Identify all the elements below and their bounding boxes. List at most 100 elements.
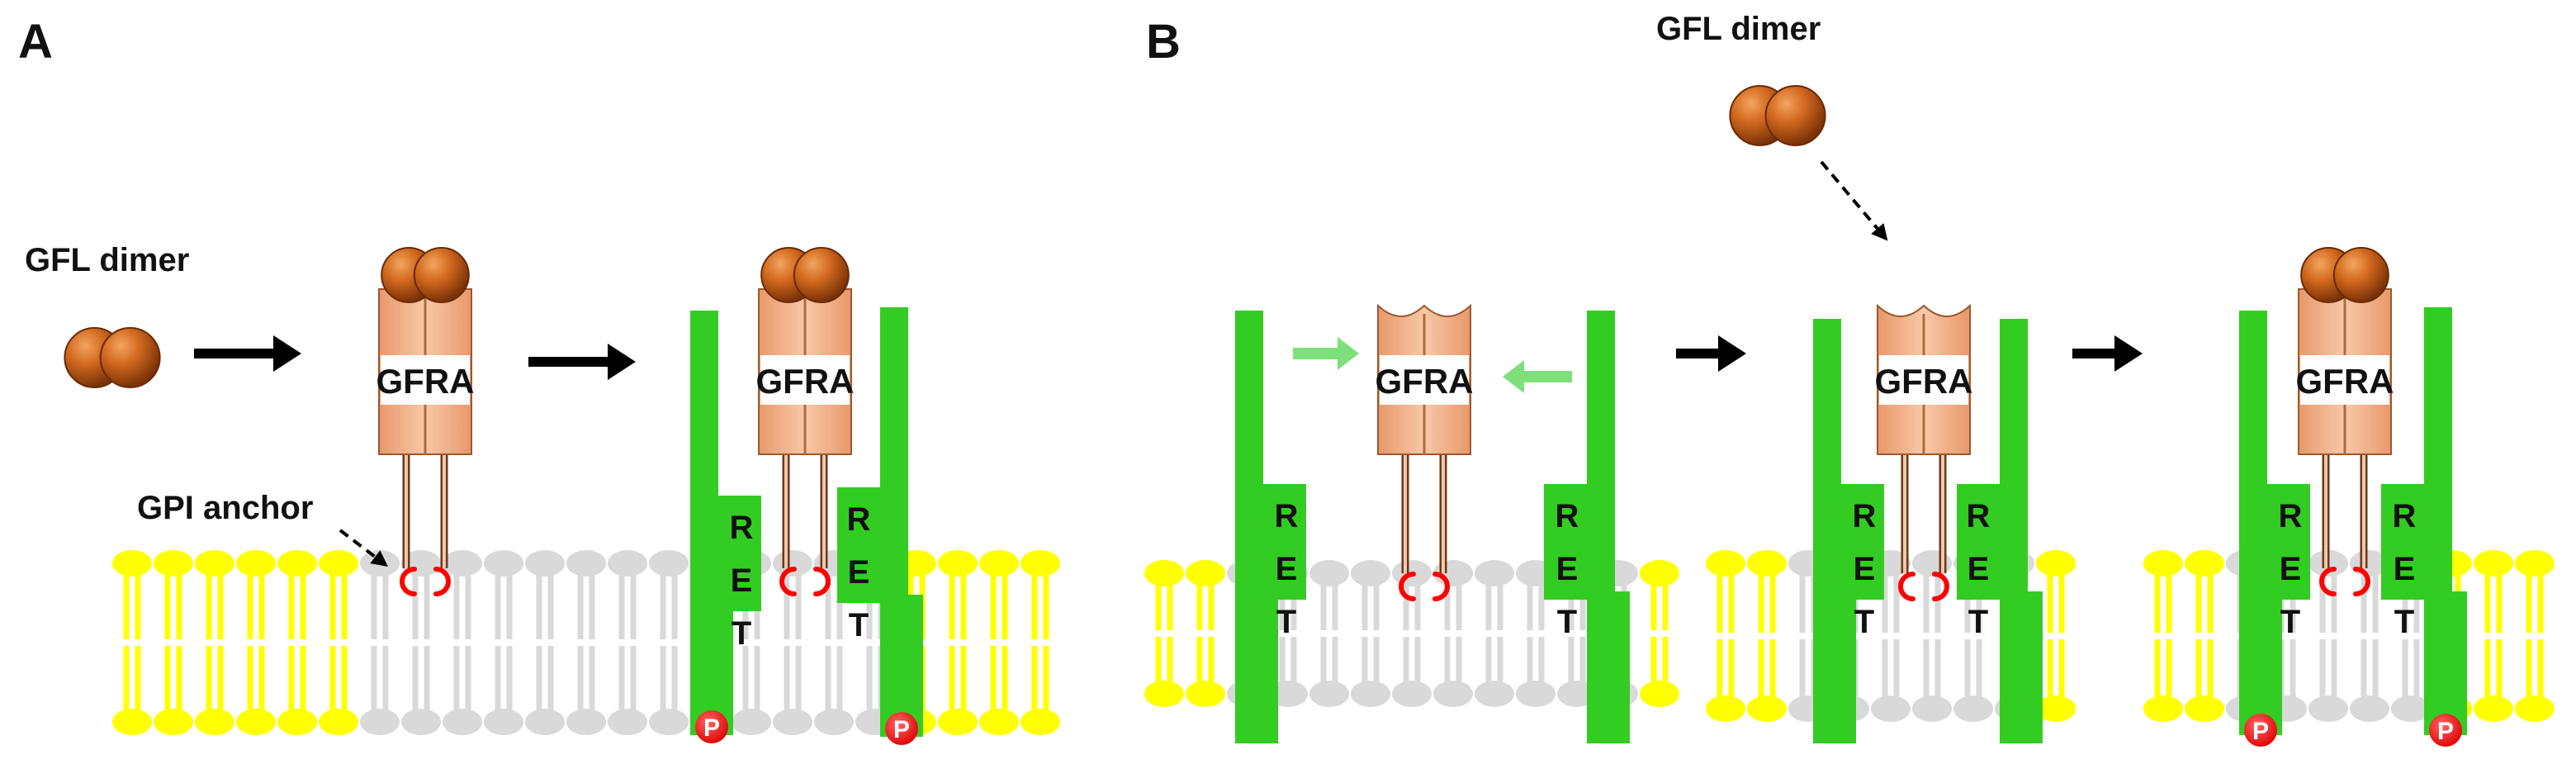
lipid-molecule	[1351, 560, 1390, 630]
gfra-receptor: GFRA	[2296, 288, 2394, 455]
lipid-head	[938, 709, 978, 735]
lipid-head	[773, 550, 812, 577]
lipid-head	[195, 550, 234, 577]
lipid-molecule	[319, 646, 358, 735]
lipid-head	[2308, 695, 2348, 722]
gpi-anchor-icon	[813, 567, 831, 596]
gpi-anchor-icon	[779, 567, 797, 596]
lipid-molecule	[1309, 560, 1349, 630]
gpi-anchor-icon	[1432, 572, 1450, 601]
lipid-molecule	[979, 646, 1019, 735]
lipid-molecule	[2036, 639, 2076, 722]
light-green-arrow-icon	[1503, 360, 1572, 393]
lipid-molecule	[979, 550, 1019, 639]
lipid-head	[443, 709, 482, 735]
ret-juxtamembrane-block	[1813, 484, 1884, 600]
lipid-molecule	[2143, 550, 2183, 633]
gfl-monomer	[99, 327, 161, 388]
lipid-head	[1020, 709, 1060, 735]
lipid-head	[401, 709, 441, 735]
lipid-head	[1953, 695, 1993, 722]
ret-letter: T	[2394, 604, 2414, 640]
lipid-molecule	[1144, 637, 1184, 707]
lipid-molecule	[1640, 637, 1679, 707]
thick-right-arrow-icon	[1676, 335, 1746, 372]
gfra-receptor: GFRA	[756, 288, 855, 455]
lipid-molecule	[1640, 560, 1679, 630]
lipid-molecule	[2036, 550, 2076, 633]
lipid-head	[2391, 695, 2431, 722]
gfra-label-band	[760, 355, 850, 405]
lipid-head	[979, 550, 1019, 577]
lipid-molecule	[1706, 550, 1745, 633]
ret-letter: E	[1968, 551, 1990, 587]
lipid-molecule	[484, 646, 523, 735]
lipid-head	[2474, 695, 2513, 722]
lipid-head	[195, 709, 234, 735]
gfl-monomer	[413, 247, 470, 303]
arrow-shaft	[1293, 348, 1339, 359]
lipid-head	[732, 709, 771, 735]
lipid-head	[1186, 681, 1225, 707]
lipid-molecule	[1351, 637, 1390, 707]
ret-letter: T	[1557, 604, 1577, 640]
lipid-head	[1186, 560, 1225, 586]
phosphate-icon	[695, 710, 728, 743]
gfl-dimer	[760, 247, 850, 303]
lipid-molecule	[1871, 639, 1911, 722]
lipid-head	[2036, 550, 2076, 577]
gfra-label: GFRA	[1376, 362, 1474, 401]
dashed-pointer-arrow-icon	[339, 529, 388, 567]
lipid-molecule	[1433, 637, 1473, 707]
ret-letter: T	[732, 615, 751, 652]
lipid-head	[360, 709, 400, 735]
lipid-molecule	[814, 646, 854, 735]
gfl-dimer-caption-a: GFL dimer	[25, 242, 189, 278]
ret-juxtamembrane-block	[1544, 484, 1615, 600]
lipid-molecule	[1433, 560, 1473, 630]
lipid-head	[277, 709, 317, 735]
ret-juxtamembrane-block	[690, 496, 761, 611]
arrow-shaft	[194, 349, 277, 358]
gpi-anchor-icon	[2319, 567, 2337, 596]
lipid-head	[2185, 550, 2224, 577]
gpi-anchor-icon	[400, 567, 417, 596]
lipid-head	[2515, 550, 2555, 577]
lipid-molecule	[2474, 550, 2513, 633]
gfl-dimer	[2300, 247, 2389, 303]
ret-letter: E	[848, 554, 870, 591]
ret-letter: T	[1276, 604, 1296, 640]
lipid-molecule	[195, 646, 234, 735]
phosphate-label: P	[2437, 718, 2454, 745]
lipid-molecule	[2185, 639, 2224, 722]
lipid-molecule	[1953, 639, 1993, 722]
lipid-molecule	[2391, 639, 2431, 722]
lipid-head	[2350, 695, 2389, 722]
lipid-molecule	[938, 646, 978, 735]
lipid-molecule	[1475, 560, 1514, 630]
lipid-head	[2515, 695, 2555, 722]
gfl-dimer	[1729, 85, 1826, 146]
gfl-dimer	[64, 327, 161, 388]
phosphate-icon	[885, 712, 918, 745]
lipid-molecule	[2474, 639, 2513, 722]
lipid-molecule	[525, 646, 565, 735]
lipid-molecule	[938, 550, 978, 639]
lipid-molecule	[1020, 646, 1060, 735]
gpi-anchor-icon	[1932, 572, 1949, 601]
gfl-monomer	[1764, 85, 1826, 146]
lipid-molecule	[773, 646, 812, 735]
lipid-molecule	[1186, 560, 1225, 630]
phosphate-icon	[2244, 714, 2277, 747]
ret-juxtamembrane-block	[1957, 484, 2028, 600]
lipid-head	[1433, 681, 1473, 707]
lipid-molecule	[112, 550, 152, 639]
ret-receptor: RET	[1544, 311, 1630, 743]
gfra-label-band	[1879, 355, 1968, 405]
phosphate-label: P	[893, 716, 910, 743]
lipid-head	[2143, 550, 2183, 577]
